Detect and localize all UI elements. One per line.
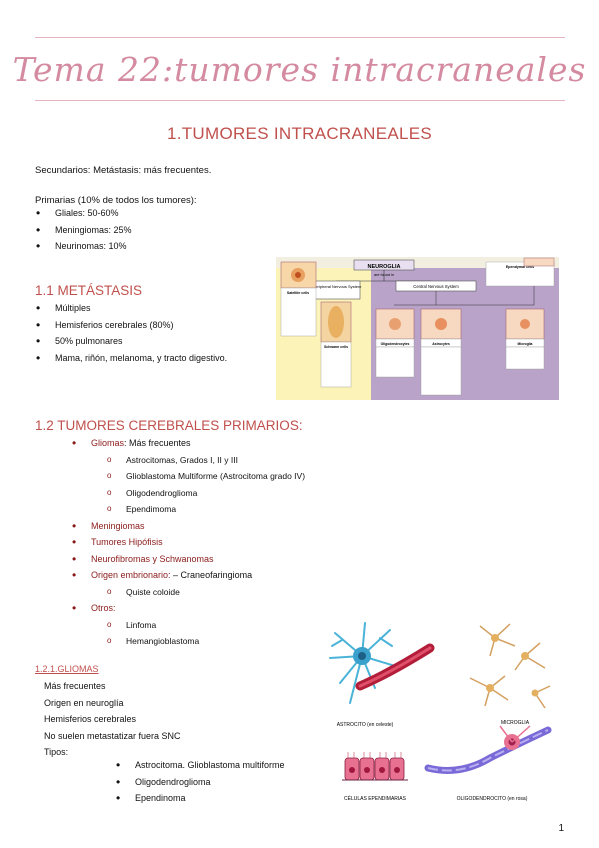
list-item: 50% pulmonares (35, 333, 275, 350)
micro-label: Microglia (518, 342, 533, 346)
oligo-label: Oligodendrocytes (381, 342, 410, 346)
gliomas-line: Origen en neuroglía (44, 697, 124, 708)
origen-label: Origen embrionario: (91, 570, 171, 580)
list-item: Oligodendroglioma (115, 774, 315, 791)
list-item: Glioblastoma Multiforme (Astrocitoma gra… (107, 468, 372, 485)
primarios-heading: 1.2 TUMORES CEREBRALES PRIMARIOS: (35, 418, 303, 433)
top-rule (35, 37, 565, 38)
list-item-gliomas: Gliomas: Más frecuentes Astrocitomas, Gr… (72, 435, 372, 518)
section-heading: 1.TUMORES INTRACRANEALES (166, 124, 433, 143)
list-item: Múltiples (35, 300, 275, 317)
secundarios-text: Secundarios: Metástasis: más frecuentes. (35, 165, 212, 176)
neuroglia-diagram: NEUROGLIA are found in Peripheral Nervou… (276, 257, 559, 400)
primarias-intro: Primarias (10% de todos los tumores): (35, 195, 197, 206)
list-item: Hemisferios cerebrales (80%) (35, 317, 275, 334)
microglia-drawing (469, 623, 551, 709)
otros-sublist: Linfoma Hemangioblastoma (107, 617, 372, 650)
gliomas-label: Gliomas (91, 438, 125, 448)
list-item: Gliales: 50-60% (35, 205, 265, 222)
list-item: Linfoma (107, 617, 372, 634)
cns-label: Central Nervous System (413, 284, 459, 289)
list-item-meningiomas: Meningiomas (72, 518, 372, 535)
gliomas-line: Tipos: (44, 747, 69, 757)
list-item-otros: Otros: Linfoma Hemangioblastoma (72, 600, 372, 650)
list-item: Mama, riñón, melanoma, y tracto digestiv… (35, 350, 275, 367)
gliomas-line: Hemisferios cerebrales (44, 714, 137, 724)
diagram-root-label: NEUROGLIA (368, 264, 401, 270)
schwann-label: Schwann cells (324, 345, 348, 349)
page-title: Tema 22:tumores intracraneales (12, 50, 587, 89)
metastasis-heading: 1.1 METÁSTASIS (35, 283, 143, 298)
ependimarias-drawing (342, 752, 408, 781)
primarios-list: Gliomas: Más frecuentes Astrocitomas, Gr… (72, 435, 372, 650)
list-item: Meningiomas: 25% (35, 222, 265, 239)
gliomas-suffix: : Más frecuentes (124, 438, 191, 448)
origen-sublist: Quiste coloide (107, 584, 372, 601)
metastasis-list: Múltiples Hemisferios cerebrales (80%) 5… (35, 300, 275, 366)
astrocito-drawing (329, 622, 435, 704)
gliomas-lines: Más frecuentes Origen en neuroglía Hemis… (44, 678, 181, 761)
origen-suffix: – Craneofaringioma (170, 570, 253, 580)
pns-label: Peripheral Nervous System (313, 284, 362, 289)
gliomas-subheading: 1.2.1.GLIOMAS (35, 664, 99, 674)
list-item: Astrocitoma. Glioblastoma multiforme (115, 757, 315, 774)
astro-label: Astrocytes (432, 342, 450, 346)
list-item: Ependinoma (115, 790, 315, 807)
otros-label: Otros: (91, 603, 116, 613)
tipos-list: Astrocitoma. Glioblastoma multiforme Oli… (115, 757, 315, 807)
gliomas-line: No suelen metastatizar fuera SNC (44, 730, 181, 741)
list-item: Ependimoma (107, 501, 372, 518)
title-rule (35, 100, 565, 101)
gliomas-sublist: Astrocitomas, Grados I, II y III Gliobla… (107, 452, 372, 518)
astrocito-caption: ASTROCITO (en celeste) (337, 722, 394, 728)
list-item-origen: Origen embrionario: – Craneofaringioma Q… (72, 567, 372, 600)
ependimarias-caption: CÉLULAS EPENDIMARIAS (344, 795, 407, 802)
page-number: 1 (558, 823, 564, 834)
gliomas-line: Más frecuentes (44, 681, 106, 691)
list-item: Oligodendroglioma (107, 485, 372, 502)
list-item-hipofisis: Tumores Hipófisis (72, 534, 372, 551)
list-item: Hemangioblastoma (107, 633, 372, 650)
list-item-neurofibromas: Neurofibromas y Schwanomas (72, 551, 372, 568)
oligodendrocito-drawing (424, 725, 552, 774)
glial-cells-illustration: ASTROCITO (en celeste) MICROGLIA CÉLULAS… (329, 622, 552, 802)
list-item: Astrocitomas, Grados I, II y III (107, 452, 372, 469)
microglia-caption: MICROGLIA (501, 720, 530, 726)
list-item: Quiste coloide (107, 584, 372, 601)
list-item: Neurinomas: 10% (35, 238, 265, 255)
oligodendrocito-caption: OLIGODENDROCITO (en rosa) (457, 796, 528, 802)
satellite-label: Satellite cells (287, 291, 309, 295)
primarias-list: Gliales: 50-60% Meningiomas: 25% Neurino… (35, 205, 265, 255)
ependymal-label: Ependymal cells (506, 265, 534, 269)
